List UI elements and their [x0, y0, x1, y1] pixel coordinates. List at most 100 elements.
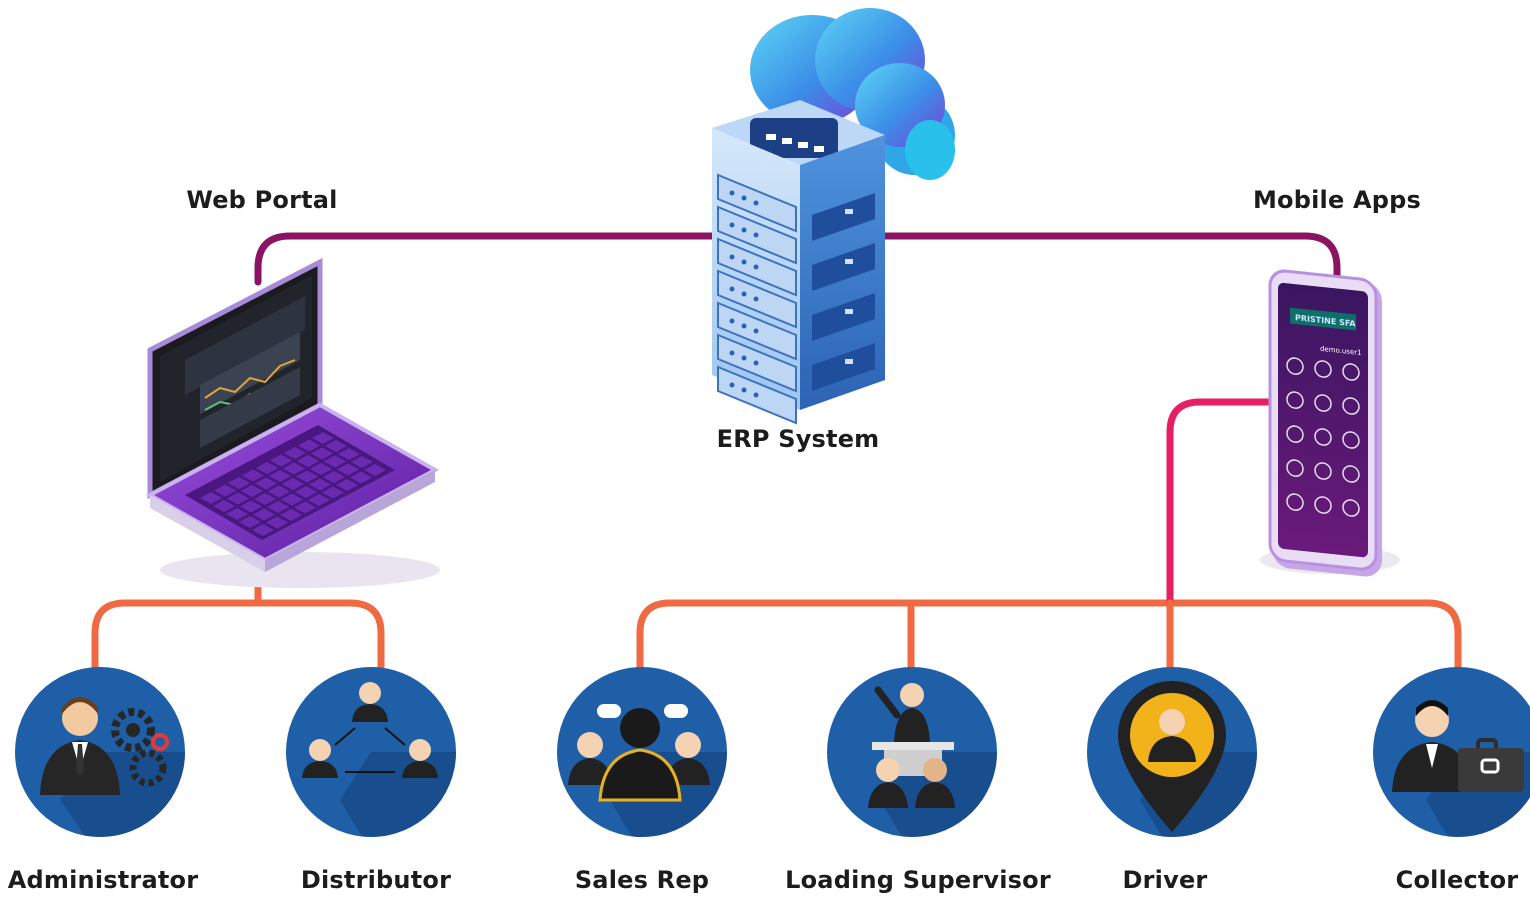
gears-icon: [111, 708, 169, 787]
keyboard-key: [298, 439, 320, 452]
sales-rep-people-icon: [568, 704, 710, 802]
server-led: [729, 222, 735, 228]
collector-circle: [1373, 667, 1530, 837]
server-side-panel: [812, 243, 875, 291]
phone-icon: PRISTINE SFA demo.user1: [1260, 269, 1400, 577]
distributor-people-icon: [302, 682, 438, 778]
erp-system-label: ERP System: [716, 425, 880, 453]
keyboard-key: [241, 485, 263, 497]
phone-app-icon: [1342, 363, 1360, 381]
keyboard-key: [242, 469, 264, 482]
mobile-apps-label: Mobile Apps: [1252, 186, 1422, 214]
server-led: [753, 200, 759, 206]
keyboard-key: [351, 456, 373, 468]
phone-app-icon: [1286, 425, 1304, 443]
phone-app-icon: [1286, 357, 1304, 375]
server-side-led: [845, 209, 853, 214]
keyboard-key: [310, 463, 332, 475]
server-led: [729, 190, 735, 196]
keyboard-key: [297, 455, 319, 467]
keyboard-key: [295, 486, 317, 498]
link-mobile-apps-driver: [1166, 398, 1274, 672]
server-led: [729, 318, 735, 324]
server-slots: [717, 173, 797, 425]
keyboard-key: [296, 470, 318, 483]
server-side-led: [845, 309, 853, 314]
server-led: [753, 392, 759, 398]
server-led: [741, 323, 747, 329]
server-led: [753, 328, 759, 334]
keyboard-key: [266, 516, 288, 529]
server-led: [753, 264, 759, 270]
link-web-portal-tree: [91, 574, 385, 672]
keyboard-key: [283, 462, 305, 475]
driver-circle: [1087, 667, 1257, 837]
keyboard-key: [294, 501, 316, 514]
server-side-panel: [812, 293, 875, 341]
keyboard-key: [226, 508, 248, 520]
keyboard-key: [312, 432, 334, 444]
keyboard-key: [255, 477, 277, 490]
keyboard-key: [214, 484, 236, 497]
server-led: [753, 360, 759, 366]
server-led: [729, 254, 735, 260]
keyboard-key: [336, 479, 358, 491]
keyboard-key: [324, 455, 346, 468]
administrator-label: Administrator: [7, 866, 199, 894]
distributor-circle: [286, 667, 456, 837]
server-led: [741, 355, 747, 361]
collector-label: Collector: [1395, 866, 1519, 894]
location-pin-icon: [1118, 681, 1226, 832]
keyboard-key: [308, 494, 330, 506]
keyboard-key: [281, 493, 303, 506]
laptop-icon: [145, 257, 440, 588]
server-led: [753, 296, 759, 302]
server-led: [729, 350, 735, 356]
keyboard-key: [228, 477, 250, 489]
loading-supervisor-label: Loading Supervisor: [785, 866, 1051, 894]
phone-app-icon: [1314, 462, 1332, 480]
keyboard-key: [240, 500, 262, 513]
keyboard-key: [213, 500, 235, 512]
sales-rep-circle: [557, 667, 727, 837]
server-led: [729, 382, 735, 388]
phone-app-icon: [1342, 397, 1360, 415]
server-led: [741, 227, 747, 233]
keyboard-key: [268, 485, 290, 498]
keyboard-key: [269, 470, 291, 482]
server-side-led: [845, 259, 853, 264]
connector-lines: [91, 232, 1462, 672]
keyboard-key: [311, 447, 333, 460]
keyboard-key: [364, 464, 386, 476]
keyboard-key: [200, 492, 222, 504]
keyboard-key: [338, 448, 360, 460]
administrator-person-icon: [40, 697, 120, 795]
distributor-label: Distributor: [300, 866, 452, 894]
phone-app-icon: [1286, 493, 1304, 511]
phone-app-icon: [1314, 428, 1332, 446]
keyboard-key: [337, 463, 359, 476]
supervisor-podium-icon: [868, 683, 955, 808]
keyboard-key: [239, 516, 261, 528]
phone-app-icon: [1314, 394, 1332, 412]
driver-label: Driver: [1122, 866, 1208, 894]
cloud-icon: [750, 8, 955, 180]
phone-app-icon: [1314, 496, 1332, 514]
phone-app-icon: [1342, 499, 1360, 517]
phone-app-icons: [1286, 357, 1360, 517]
keyboard-key: [350, 471, 372, 484]
keyboard-key: [322, 486, 344, 499]
server-side-led: [845, 359, 853, 364]
phone-app-icon: [1342, 431, 1360, 449]
phone-app-icon: [1286, 459, 1304, 477]
keyboard-key: [284, 447, 306, 459]
keyboard-key: [309, 478, 331, 491]
server-side-panel: [812, 193, 875, 241]
server-led: [741, 259, 747, 265]
loading-supervisor-circle: [827, 667, 997, 837]
phone-user-text: demo.user1: [1320, 344, 1362, 357]
collector-person-icon: [1392, 700, 1472, 792]
keyboard-key: [256, 462, 278, 474]
keyboard-key: [325, 440, 347, 452]
